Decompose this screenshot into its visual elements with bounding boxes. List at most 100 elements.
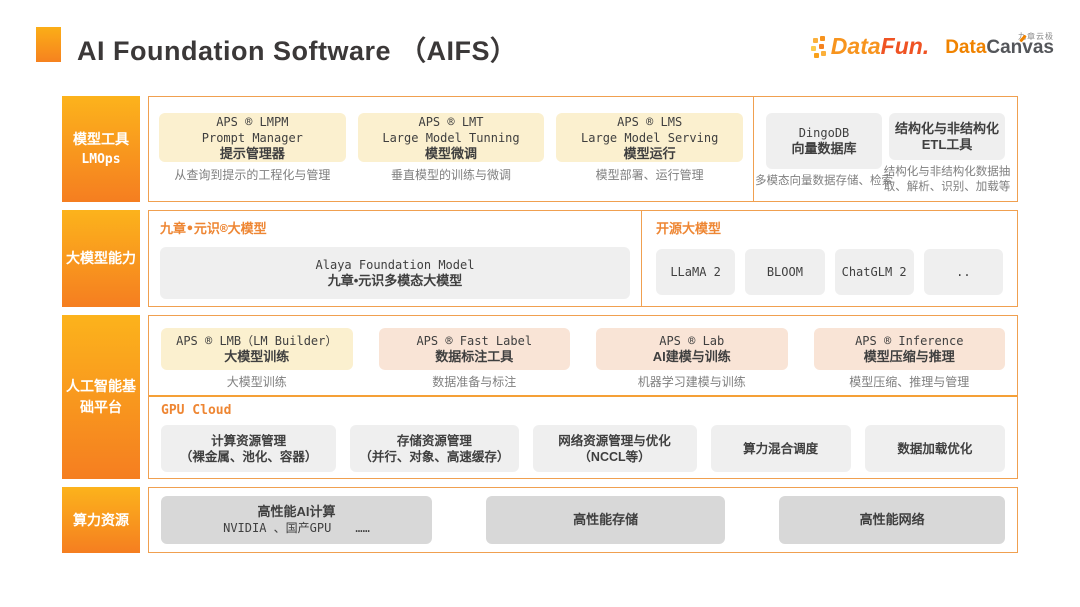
card-line: Prompt Manager xyxy=(201,130,303,145)
card-line: 高性能AI计算 xyxy=(257,504,336,519)
card-description: 机器学习建模与训练 xyxy=(637,375,746,389)
card-unit: 高性能AI计算 NVIDIA 、国产GPU …… xyxy=(161,496,432,544)
card-unit: 高性能网络 xyxy=(779,496,1005,544)
row-label-model-tools: 模型工具 LMOps xyxy=(62,96,140,202)
datacanvas-caption: 九章云极 xyxy=(1018,32,1054,41)
card-storage-resource-mgmt: 存储资源管理 （并行、对象、高速缓存） xyxy=(350,425,519,472)
card-aps-lms: APS ® LMS Large Model Serving 模型运行 xyxy=(556,113,744,162)
card-more-models: .. xyxy=(923,249,1003,295)
card-line: LLaMA 2 xyxy=(670,265,721,279)
card-line: 大模型训练 xyxy=(224,349,290,364)
card-aps-lab: APS ® Lab AI建模与训练 xyxy=(596,328,788,370)
card-line: 模型运行 xyxy=(623,145,676,161)
card-line: 数据标注工具 xyxy=(435,349,514,364)
card-line: Large Model Serving xyxy=(581,130,719,145)
row-label-line: 算力资源 xyxy=(73,511,129,528)
card-line: 结构化与非结构化 xyxy=(894,120,999,136)
card-description: 多模态向量数据存储、检索 xyxy=(755,175,893,187)
gpu-card-row: 计算资源管理 （裸金属、池化、容器） 存储资源管理 （并行、对象、高速缓存） 网… xyxy=(161,425,1005,472)
card-dingodb: DingoDB 向量数据库 xyxy=(766,113,882,169)
card-line: 高性能网络 xyxy=(859,512,925,527)
lmops-products-section: APS ® LMPM Prompt Manager 提示管理器 从查询到提示的工… xyxy=(149,97,753,201)
datafun-logo: DataFun. xyxy=(811,33,929,59)
card-line: ChatGLM 2 xyxy=(841,265,907,279)
card-aps-lmpm: APS ® LMPM Prompt Manager 提示管理器 xyxy=(159,113,346,162)
card-chatglm2: ChatGLM 2 xyxy=(834,249,914,295)
card-description: 从查询到提示的工程化与管理 xyxy=(174,168,331,182)
card-line: 向量数据库 xyxy=(791,141,857,156)
model-card-row: LLaMA 2 BLOOM ChatGLM 2 .. xyxy=(656,249,1003,295)
panel-lmops: APS ® LMPM Prompt Manager 提示管理器 从查询到提示的工… xyxy=(148,96,1018,202)
title-accent-square xyxy=(36,27,61,62)
page-title: AI Foundation Software （AIFS） xyxy=(77,36,518,66)
row-label-line: LMOps xyxy=(81,151,121,167)
card-line: APS ® LMPM xyxy=(216,114,289,129)
card-description: 模型压缩、推理与管理 xyxy=(849,375,970,389)
row-label-line: 人工智能基础平台 xyxy=(66,378,136,415)
card-compute-scheduling: 算力混合调度 xyxy=(710,425,851,472)
card-line: 模型压缩与推理 xyxy=(863,349,955,364)
card-unit: 结构化与非结构化 ETL工具 结构化与非结构化数据抽取、解析、识别、加载等 xyxy=(884,113,1010,195)
gpu-cloud-section: GPU Cloud 计算资源管理 （裸金属、池化、容器） 存储资源管理 （并行、… xyxy=(149,397,1017,478)
divider xyxy=(149,395,1017,397)
card-line: ETL工具 xyxy=(921,136,973,152)
datafun-dots-icon xyxy=(812,38,818,43)
row-label-line: 模型工具 xyxy=(73,130,129,147)
card-line: APS ® Inference xyxy=(855,334,964,348)
section-heading: 九章•元识®大模型 xyxy=(160,222,267,237)
card-line: 数据加载优化 xyxy=(897,441,973,456)
card-unit: APS ® LMS Large Model Serving 模型运行 模型部署、… xyxy=(556,113,744,193)
card-line: NVIDIA 、国产GPU …… xyxy=(223,521,370,535)
row-label-ai-platform: 人工智能基础平台 xyxy=(62,315,140,479)
card-unit: APS ® LMB（LM Builder） 大模型训练 大模型训练 xyxy=(161,328,353,395)
card-unit: APS ® Inference 模型压缩与推理 模型压缩、推理与管理 xyxy=(813,328,1005,395)
card-network-resource-mgmt: 网络资源管理与优化 （NCCL等） xyxy=(532,425,697,472)
alaya-model-section: 九章•元识®大模型 Alaya Foundation Model 九章•元识多模… xyxy=(149,211,641,306)
datafun-wordmark-data: Data xyxy=(830,33,881,59)
card-hp-network: 高性能网络 xyxy=(779,496,1005,544)
card-line: （裸金属、池化、容器） xyxy=(179,449,318,464)
card-line: 模型微调 xyxy=(425,145,478,161)
data-tools-section: DingoDB 向量数据库 多模态向量数据存储、检索 结构化与非结构化 ETL工… xyxy=(754,97,1017,201)
card-llama2: LLaMA 2 xyxy=(656,249,736,295)
card-line: 存储资源管理 xyxy=(396,433,472,448)
divider xyxy=(641,211,642,306)
card-line: APS ® LMS xyxy=(617,114,683,129)
card-hp-storage: 高性能存储 xyxy=(485,496,726,544)
card-unit: DingoDB 向量数据库 多模态向量数据存储、检索 xyxy=(755,113,893,195)
panel-compute-resources: 高性能AI计算 NVIDIA 、国产GPU …… 高性能存储 高性能网络 xyxy=(148,487,1018,553)
card-line: AI建模与训练 xyxy=(652,349,731,364)
row-label-llm-capability: 大模型能力 xyxy=(62,210,140,307)
datafun-wordmark-fun: Fun. xyxy=(880,33,930,59)
card-line: Large Model Tunning xyxy=(382,130,520,145)
card-description: 大模型训练 xyxy=(226,375,287,389)
row-label-line: 大模型能力 xyxy=(66,250,136,266)
card-description: 垂直模型的训练与微调 xyxy=(391,168,512,182)
card-line: （NCCL等） xyxy=(578,449,651,464)
datacanvas-wordmark-canvas: Canvas xyxy=(986,37,1054,58)
card-description: 数据准备与标注 xyxy=(432,375,517,389)
card-line: APS ® Lab xyxy=(659,334,725,348)
card-line: APS ® LMT xyxy=(418,114,484,129)
card-line: APS ® Fast Label xyxy=(416,334,533,348)
card-data-loading-optimization: 数据加载优化 xyxy=(864,425,1005,472)
card-description: 模型部署、运行管理 xyxy=(595,168,704,182)
card-unit: 高性能存储 xyxy=(485,496,726,544)
card-line: 算力混合调度 xyxy=(743,441,819,456)
card-line: 网络资源管理与优化 xyxy=(558,433,671,448)
divider xyxy=(753,97,754,201)
card-line: APS ® LMB（LM Builder） xyxy=(176,334,338,348)
card-line: 高性能存储 xyxy=(573,512,639,527)
card-alaya-foundation-model: Alaya Foundation Model 九章•元识多模态大模型 xyxy=(160,247,630,299)
card-aps-lmt: APS ® LMT Large Model Tunning 模型微调 xyxy=(357,113,545,162)
card-unit: APS ® Fast Label 数据标注工具 数据准备与标注 xyxy=(378,328,570,395)
card-bloom: BLOOM xyxy=(745,249,825,295)
section-heading: GPU Cloud xyxy=(161,403,232,418)
card-etl-tools: 结构化与非结构化 ETL工具 xyxy=(889,113,1005,160)
card-line: .. xyxy=(956,265,971,279)
card-line: 计算资源管理 xyxy=(211,433,287,448)
card-line: Alaya Foundation Model xyxy=(315,258,475,272)
compute-card-row: 高性能AI计算 NVIDIA 、国产GPU …… 高性能存储 高性能网络 xyxy=(149,488,1017,552)
